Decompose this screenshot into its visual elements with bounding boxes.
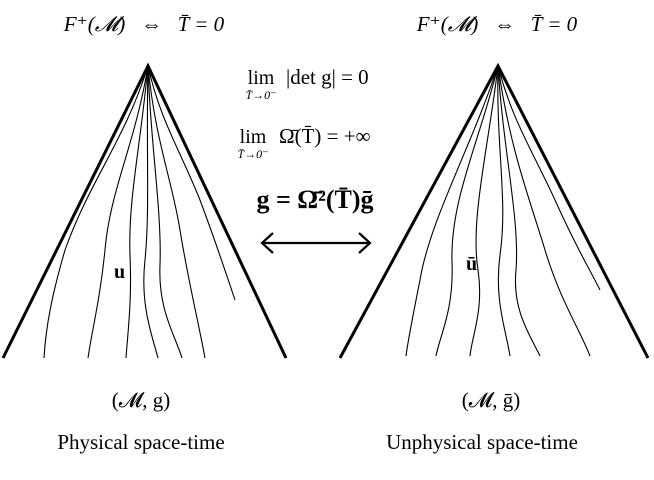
left-worldlines bbox=[43, 65, 236, 359]
left-caption: Physical space-time bbox=[57, 430, 225, 454]
right-cone: ū bbox=[338, 62, 650, 359]
left-worldline bbox=[147, 65, 183, 359]
limit-omega-lim: lim bbox=[240, 126, 267, 148]
limit-det-lim: lim bbox=[248, 67, 275, 89]
right-worldline bbox=[497, 65, 601, 291]
left-worldline bbox=[147, 65, 206, 359]
right-worldlines bbox=[405, 65, 601, 357]
limit-omega-expr: Ω̄(T̄) = +∞ bbox=[279, 124, 371, 148]
left-worldline bbox=[87, 65, 149, 359]
left-worldline bbox=[125, 65, 149, 359]
limit-det-sub: T̄→0⁻ bbox=[245, 88, 276, 102]
left-worldline bbox=[43, 65, 149, 359]
right-worldline bbox=[435, 65, 499, 357]
left-worldline bbox=[147, 65, 236, 301]
limit-det-expr: |det g| = 0 bbox=[286, 65, 369, 89]
right-worldline bbox=[405, 65, 499, 357]
right-pair-label: (𝓜, ḡ) bbox=[461, 388, 521, 412]
right-cone-outline bbox=[338, 62, 650, 359]
limit-det-equation: lim T̄→0⁻ |det g| = 0 bbox=[245, 65, 368, 102]
right-worldline bbox=[497, 65, 591, 357]
left-header: F⁺(𝓜) ⇔ T̄ = 0 bbox=[63, 12, 225, 36]
left-cone: u bbox=[1, 62, 288, 359]
left-worldline bbox=[143, 65, 159, 359]
limit-omega-sub: T̄→0⁻ bbox=[237, 147, 268, 161]
left-cone-outline bbox=[1, 62, 288, 359]
right-worldline bbox=[497, 65, 541, 357]
double-arrow-icon bbox=[260, 232, 372, 254]
left-pair-label: (𝓜, g) bbox=[111, 388, 171, 412]
right-worldline bbox=[469, 65, 499, 357]
right-caption: Unphysical space-time bbox=[386, 430, 578, 454]
right-header: F⁺(𝓜) ⇔ T̄ = 0 bbox=[416, 12, 578, 36]
right-worldline bbox=[497, 65, 511, 357]
right-vector-label: ū bbox=[466, 253, 477, 275]
conformal-relation: g = Ω̄²(T̄)ḡ bbox=[256, 185, 373, 214]
left-vector-label: u bbox=[114, 261, 125, 283]
limit-omega-equation: lim T̄→0⁻ Ω̄(T̄) = +∞ bbox=[237, 124, 370, 161]
